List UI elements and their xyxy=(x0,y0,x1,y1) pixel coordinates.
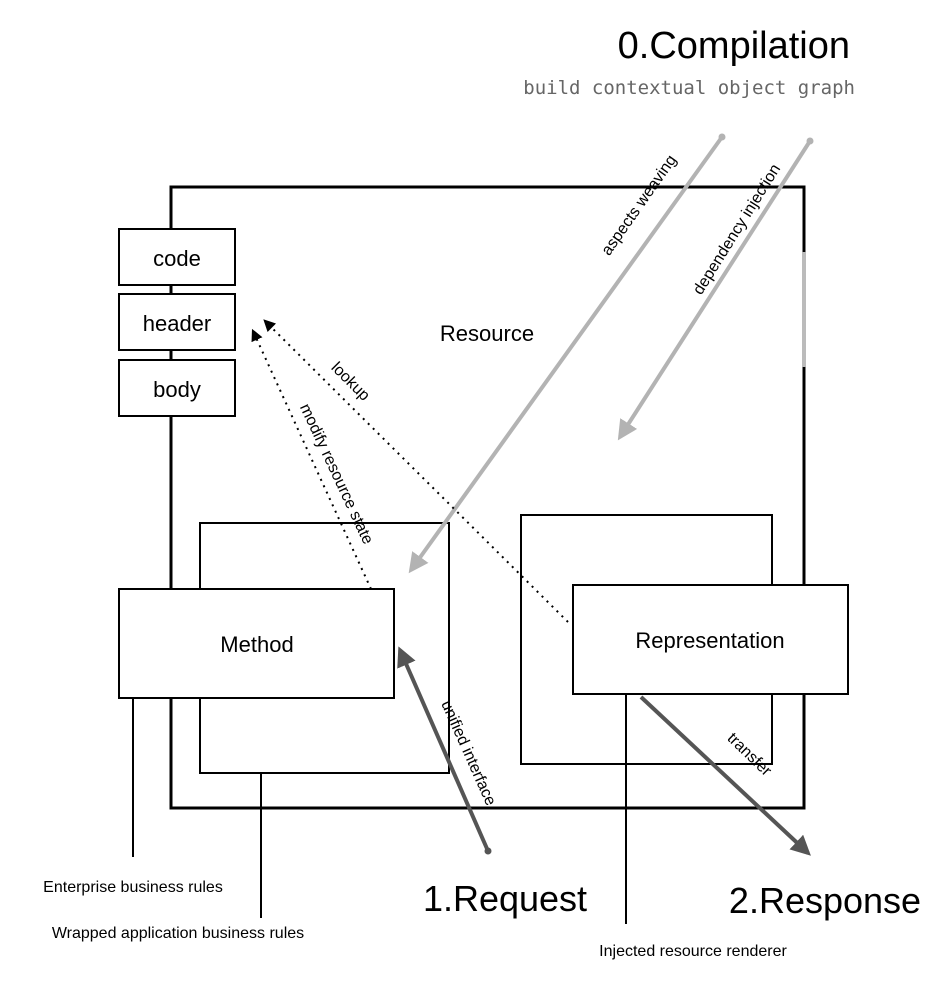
response-stage-label: 2.Response xyxy=(729,880,921,921)
enterprise-rules-note: Enterprise business rules xyxy=(43,879,223,896)
request-stage-label: 1.Request xyxy=(423,878,587,919)
response-parts: code header body xyxy=(118,228,236,417)
representation-box xyxy=(572,584,849,695)
resource-label: Resource xyxy=(440,321,534,346)
injected-renderer-note: Injected resource renderer xyxy=(599,943,787,960)
method-box xyxy=(118,588,395,699)
modify-resource-state-arrow xyxy=(251,328,372,590)
transfer-arrow xyxy=(639,695,811,856)
header-box xyxy=(118,293,236,351)
code-label: code xyxy=(153,246,201,271)
body-label: body xyxy=(153,377,201,402)
unified-interface-arrow xyxy=(397,646,490,852)
diagram-subtitle: build contextual object graph xyxy=(523,77,855,99)
method-label: Method xyxy=(220,632,293,657)
body-box xyxy=(118,359,236,417)
diagram-title: 0.Compilation xyxy=(618,25,850,67)
wrapped-rules-note: Wrapped application business rules xyxy=(52,925,304,942)
code-box xyxy=(118,228,236,286)
aspects-weaving-label: aspects weaving xyxy=(598,152,680,259)
header-label: header xyxy=(143,311,212,336)
resource-box xyxy=(169,185,806,810)
dependency-injection-label: dependency injection xyxy=(690,161,784,298)
aspects-weaving-arrow xyxy=(408,135,724,574)
dependency-injection-arrow xyxy=(617,139,812,441)
unified-interface-origin xyxy=(484,847,492,855)
dependency-injection-origin xyxy=(806,137,814,145)
aspects-weaving-origin xyxy=(718,133,726,141)
lookup-label: lookup xyxy=(327,359,372,404)
lookup-arrow xyxy=(263,319,569,623)
representation-label: Representation xyxy=(635,628,784,653)
